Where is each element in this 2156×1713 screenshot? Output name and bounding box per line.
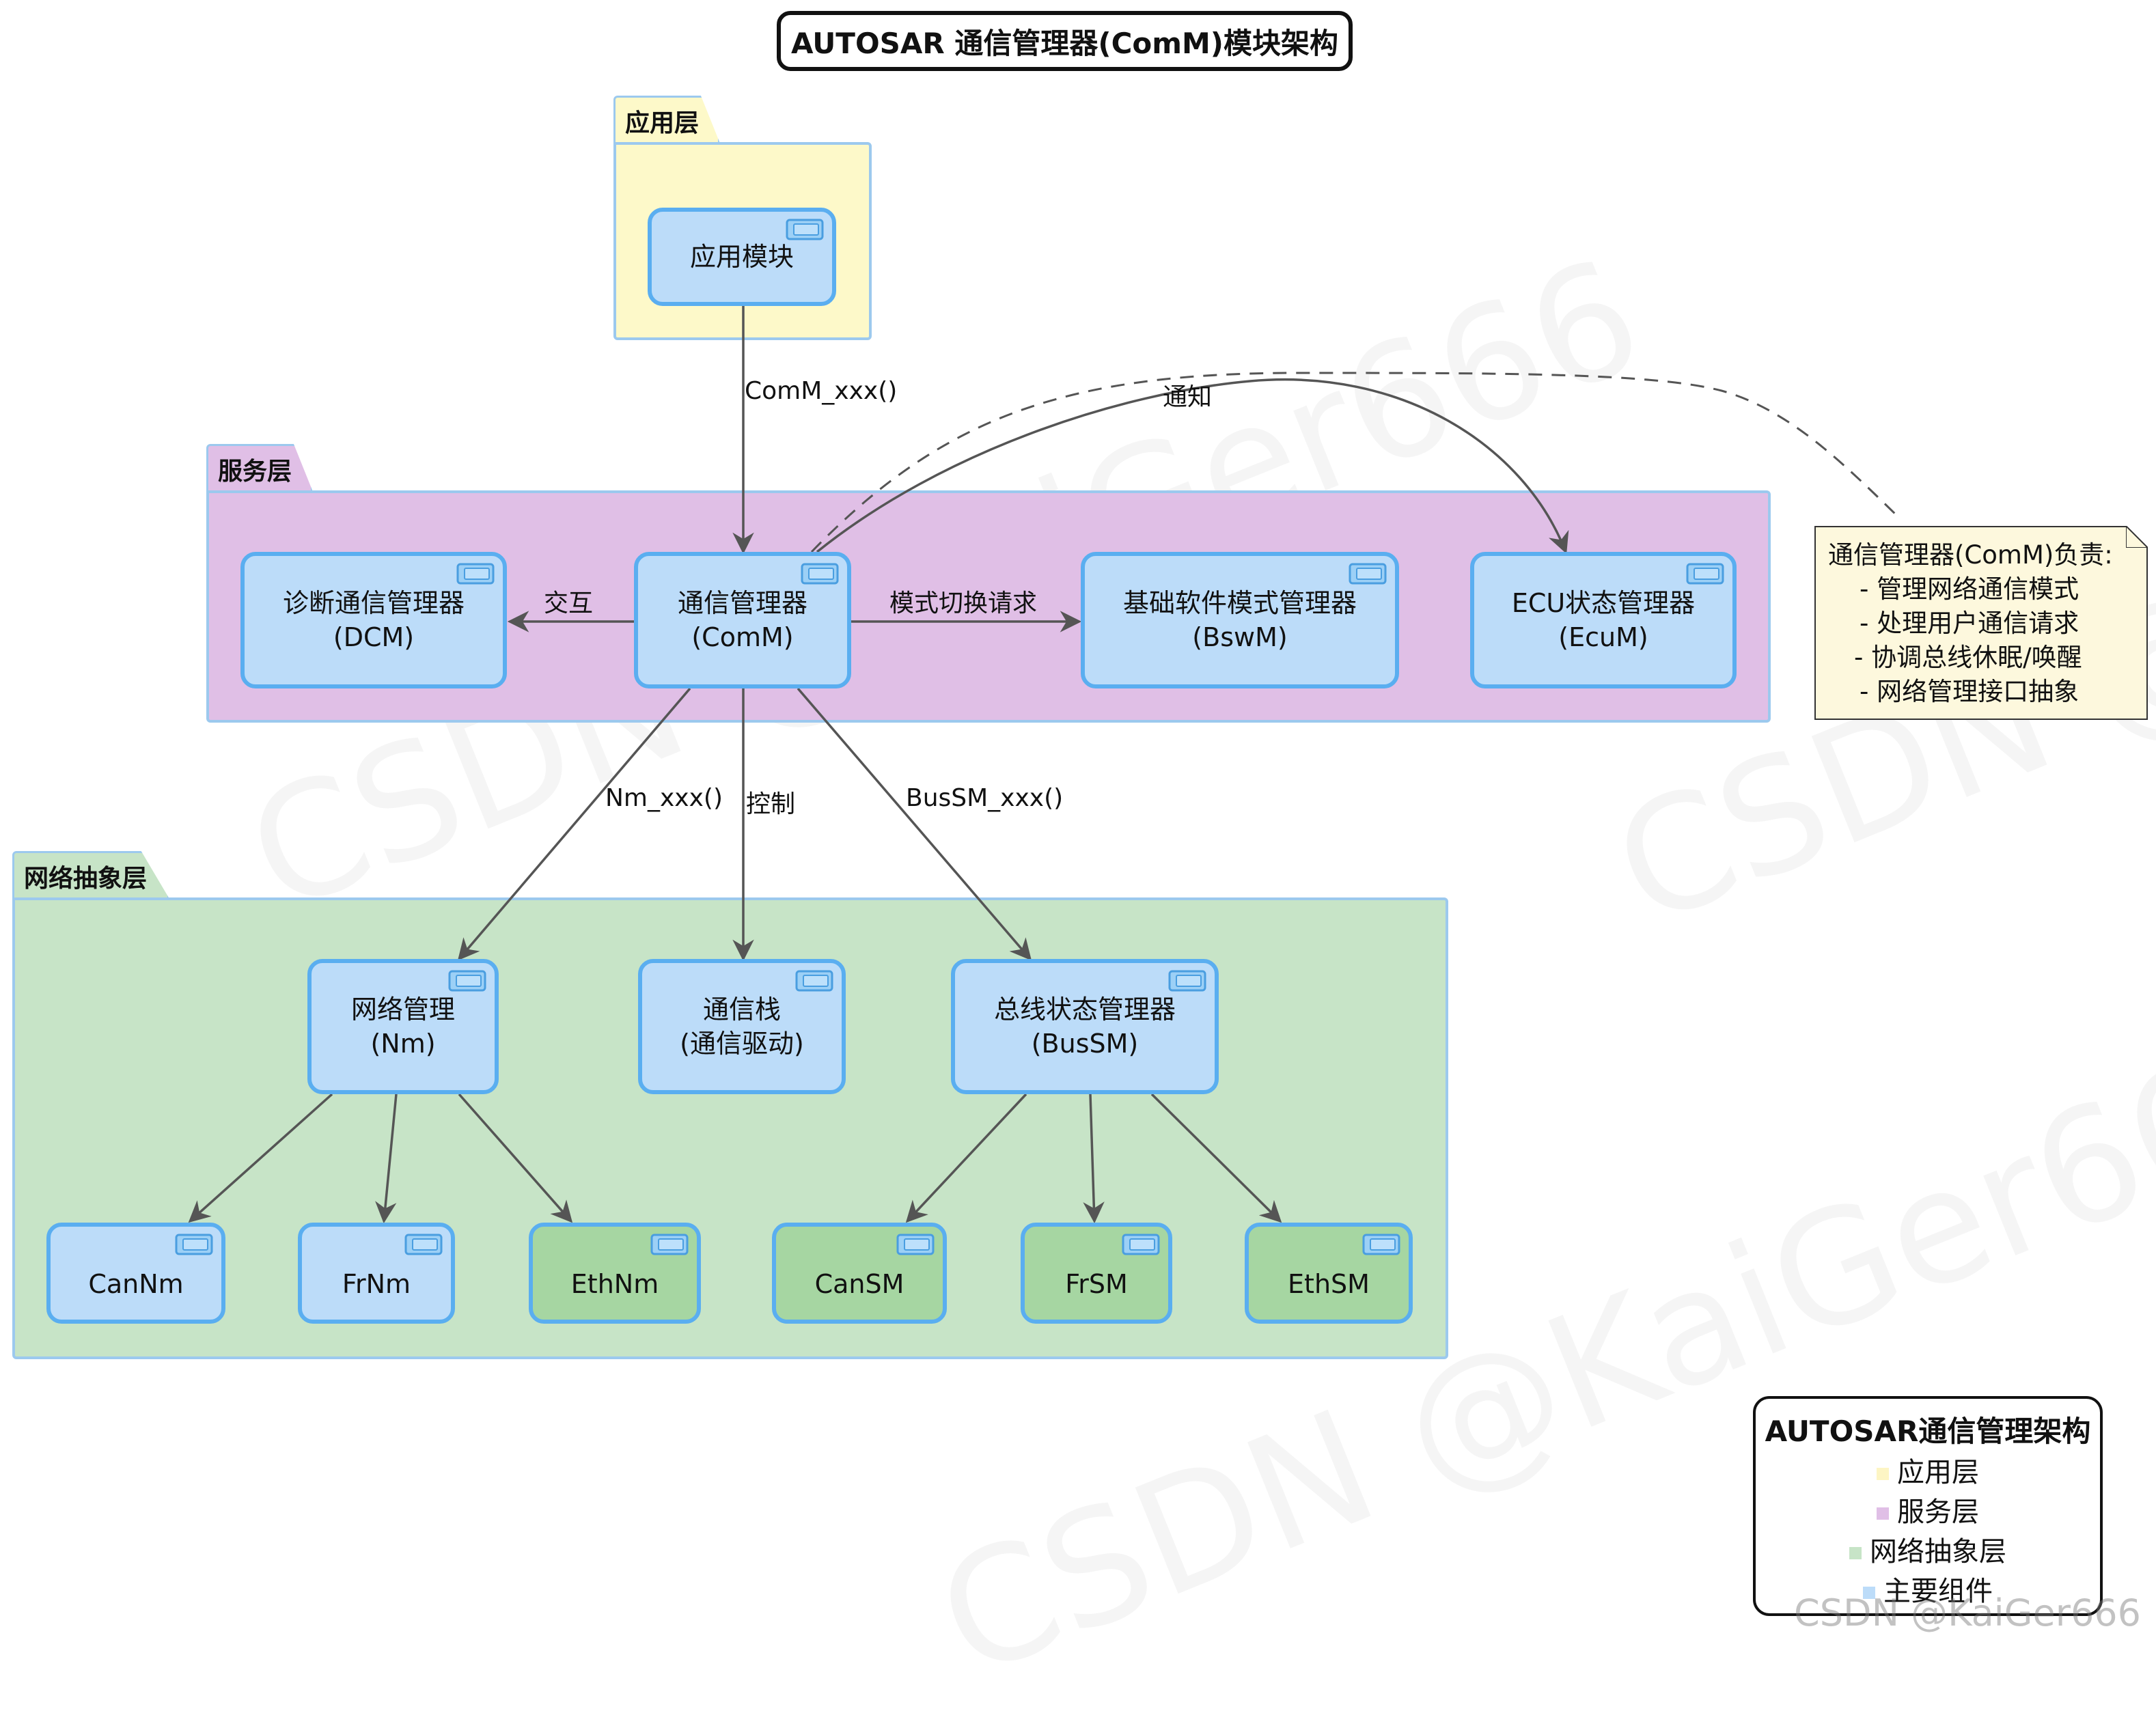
component-cansm[interactable]: CanSM (772, 1223, 947, 1324)
note-line: - 网络管理接口抽象 (1860, 677, 2079, 706)
note-line: - 协调总线休眠/唤醒 (1854, 643, 2082, 672)
connectors (188, 306, 1902, 1224)
component-icon (448, 970, 486, 992)
component-icon (1349, 563, 1387, 585)
edge-bussm-to-frsm (1083, 1094, 1105, 1224)
legend-label: 服务层 (1897, 1496, 1979, 1528)
edge-nm-to-frnm (375, 1094, 398, 1224)
legend-swatch (1877, 1468, 1889, 1480)
label-interact: 交互 (544, 589, 594, 617)
edge-nm-to-ethnm (458, 1093, 573, 1223)
note-line: 通信管理器(ComM)负责: (1828, 540, 2113, 570)
component-icon (1686, 563, 1724, 585)
legend-label: 主要组件 (1883, 1576, 1993, 1607)
component-icon (404, 1234, 443, 1255)
footer-watermark: CSDN @KaiGer666 (1794, 1591, 2142, 1634)
component-comm[interactable]: 通信管理器 (ComM) (634, 552, 851, 688)
component-sublabel: (BswM) (1192, 622, 1288, 652)
label-nm-call: Nm_xxx() (605, 784, 723, 812)
edge-comm-to-bussm (797, 687, 1032, 961)
component-ethsm[interactable]: EthSM (1245, 1223, 1413, 1324)
component-bswm[interactable]: 基础软件模式管理器 (BswM) (1081, 552, 1399, 688)
component-label: 通信管理器 (677, 588, 807, 618)
component-ethnm[interactable]: EthNm (529, 1223, 701, 1324)
component-icon (801, 563, 839, 585)
component-label: CanNm (88, 1269, 184, 1299)
legend: AUTOSAR通信管理架构 应用层 服务层 网络抽象层 主要组件 (1753, 1396, 2103, 1616)
label-control: 控制 (746, 790, 796, 818)
component-icon (786, 219, 824, 240)
component-label: FrNm (342, 1269, 411, 1299)
package-tab-service: 服务层 (206, 444, 313, 492)
component-sublabel: (通信驱动) (680, 1029, 804, 1059)
component-label: CanSM (814, 1269, 904, 1299)
edge-comm-to-ecum (816, 378, 1569, 554)
note-fold-icon (2126, 526, 2148, 548)
component-label: FrSM (1065, 1269, 1128, 1299)
component-label: 网络管理 (350, 994, 455, 1025)
component-comm-stack[interactable]: 通信栈 (通信驱动) (638, 959, 846, 1094)
component-label: 通信栈 (702, 994, 781, 1025)
component-sublabel: (Nm) (370, 1029, 436, 1059)
legend-item-network: 网络抽象层 (1756, 1532, 2100, 1572)
component-label: ECU状态管理器 (1511, 588, 1696, 618)
edge-bussm-to-ethsm (1150, 1093, 1282, 1223)
component-label: 基础软件模式管理器 (1122, 588, 1357, 618)
note-connector (810, 372, 1902, 553)
component-label: 应用模块 (689, 242, 794, 272)
component-cannm[interactable]: CanNm (46, 1223, 225, 1324)
legend-item-app: 应用层 (1756, 1453, 2100, 1492)
package-tab-app: 应用层 (613, 96, 720, 143)
legend-title: AUTOSAR通信管理架构 (1765, 1415, 2091, 1448)
component-dcm[interactable]: 诊断通信管理器 (DCM) (240, 552, 507, 688)
legend-label: 应用层 (1897, 1457, 1979, 1488)
component-icon (175, 1234, 213, 1255)
component-frsm[interactable]: FrSM (1021, 1223, 1172, 1324)
label-mode-switch: 模式切换请求 (889, 589, 1038, 617)
edge-nm-to-cannm (188, 1093, 333, 1223)
component-label: EthNm (570, 1269, 659, 1299)
component-bussm[interactable]: 总线状态管理器 (BusSM) (951, 959, 1219, 1094)
package-tab-network: 网络抽象层 (12, 851, 169, 899)
component-label: 总线状态管理器 (993, 994, 1176, 1025)
label-bussm-call: BusSM_xxx() (906, 784, 1064, 812)
component-nm[interactable]: 网络管理 (Nm) (307, 959, 499, 1094)
component-icon (896, 1234, 935, 1255)
component-app-module[interactable]: 应用模块 (648, 208, 836, 306)
component-ecum[interactable]: ECU状态管理器 (EcuM) (1470, 552, 1737, 688)
legend-swatch (1877, 1507, 1889, 1520)
component-sublabel: (EcuM) (1558, 622, 1648, 652)
comm-note: 通信管理器(ComM)负责: - 管理网络通信模式 - 处理用户通信请求 - 协… (1814, 526, 2148, 720)
component-sublabel: (BusSM) (1031, 1029, 1139, 1059)
legend-swatch (1863, 1587, 1875, 1599)
note-line: - 管理网络通信模式 (1860, 574, 2079, 604)
component-frnm[interactable]: FrNm (298, 1223, 455, 1324)
legend-label: 网络抽象层 (1870, 1536, 2006, 1568)
component-icon (650, 1234, 689, 1255)
component-icon (1168, 970, 1206, 992)
legend-item-service: 服务层 (1756, 1492, 2100, 1532)
component-label: 诊断通信管理器 (282, 588, 465, 618)
edge-comm-to-nm (457, 687, 691, 961)
legend-swatch (1849, 1547, 1862, 1559)
legend-item-components: 主要组件 (1756, 1572, 2100, 1611)
component-icon (1362, 1234, 1400, 1255)
label-comm-call: ComM_xxx() (745, 377, 898, 405)
component-icon (1122, 1234, 1160, 1255)
component-label: EthSM (1288, 1269, 1370, 1299)
note-line: - 处理用户通信请求 (1860, 609, 2079, 638)
component-sublabel: (ComM) (691, 622, 794, 652)
diagram-title: AUTOSAR 通信管理器(ComM)模块架构 (777, 11, 1353, 71)
component-icon (795, 970, 833, 992)
label-notify: 通知 (1163, 383, 1213, 411)
edge-bussm-to-cansm (905, 1093, 1027, 1223)
component-sublabel: (DCM) (333, 622, 415, 652)
component-icon (456, 563, 495, 585)
